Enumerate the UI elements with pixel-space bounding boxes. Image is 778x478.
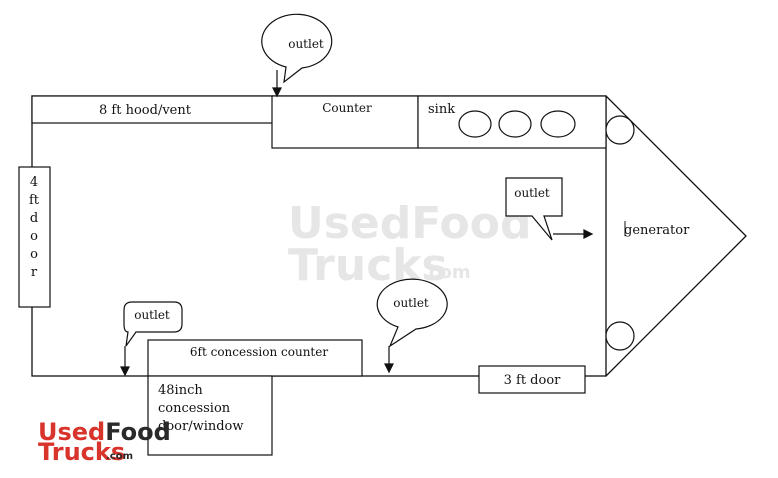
concession-window-line: 48inch xyxy=(158,383,203,398)
door-4ft-char: o xyxy=(30,247,38,262)
arrow-down-icon xyxy=(384,363,394,374)
arrow-right-icon xyxy=(583,229,594,239)
logo-part1: Used xyxy=(38,418,105,446)
wheel-top xyxy=(605,115,635,145)
concession-counter-box xyxy=(147,339,363,377)
outlet-label-bottom: outlet xyxy=(393,296,429,310)
sink-basin-1 xyxy=(458,110,492,138)
speech-bubble-icon xyxy=(123,301,183,347)
door-4ft-char: o xyxy=(30,229,38,244)
hood-vent-label: 8 ft hood/vent xyxy=(99,103,192,118)
trailer-tongue xyxy=(605,95,747,377)
logo-suffix: .com xyxy=(106,451,133,462)
arrow-down-icon xyxy=(120,366,130,377)
outlet-callout-left xyxy=(123,301,183,347)
door-3ft-box xyxy=(478,365,586,394)
door-3ft-label: 3 ft door xyxy=(504,373,562,388)
outlet-callout-right xyxy=(505,177,563,241)
door-4ft-label: 4 ft d o o r xyxy=(29,175,40,280)
hood-vent-box xyxy=(31,95,275,124)
logo-part2: Food xyxy=(105,418,171,446)
outlet-arrow-bottom xyxy=(384,346,394,374)
watermark-suffix: .com xyxy=(422,262,471,283)
outlet-label-top: outlet xyxy=(288,37,324,51)
outlet-callout-bottom xyxy=(376,278,448,348)
outlet-arrow-left xyxy=(120,346,130,377)
counter-label: Counter xyxy=(322,101,372,115)
generator-label: generator xyxy=(624,223,690,238)
door-4ft-box xyxy=(18,166,51,308)
concession-window-line: concession xyxy=(158,401,231,416)
watermark-line1: UsedFood xyxy=(288,198,531,249)
outlet-arrow-top xyxy=(272,70,282,98)
concession-window-box xyxy=(147,375,273,456)
concession-counter-label: 6ft concession counter xyxy=(190,345,328,359)
speech-bubble-icon xyxy=(261,13,333,84)
sink-label: sink xyxy=(428,102,455,117)
arrow-down-icon xyxy=(272,87,282,98)
concession-window-line: door/window xyxy=(158,419,244,434)
logo-line1: UsedFood xyxy=(38,418,171,446)
speech-bubble-icon xyxy=(376,278,448,348)
outlet-label-right: outlet xyxy=(514,186,550,200)
sink-basins xyxy=(458,110,576,138)
sink-basin-3 xyxy=(540,110,576,138)
watermark: UsedFood Trucks .com xyxy=(288,198,531,291)
outlet-callout-top xyxy=(261,13,333,84)
speech-bubble-icon xyxy=(505,177,563,241)
sink-basin-2 xyxy=(498,110,532,138)
door-4ft-char: d xyxy=(30,211,38,226)
door-4ft-char: ft xyxy=(29,193,40,208)
outlet-label-left: outlet xyxy=(134,308,170,322)
counter-box xyxy=(271,95,419,149)
door-4ft-char: r xyxy=(31,265,38,280)
door-4ft-char: 4 xyxy=(30,175,38,190)
outlet-arrow-right xyxy=(553,229,594,239)
logo: UsedFood Trucks .com xyxy=(38,418,171,466)
wheel-bottom xyxy=(605,321,635,351)
logo-line2: Trucks xyxy=(38,438,125,466)
